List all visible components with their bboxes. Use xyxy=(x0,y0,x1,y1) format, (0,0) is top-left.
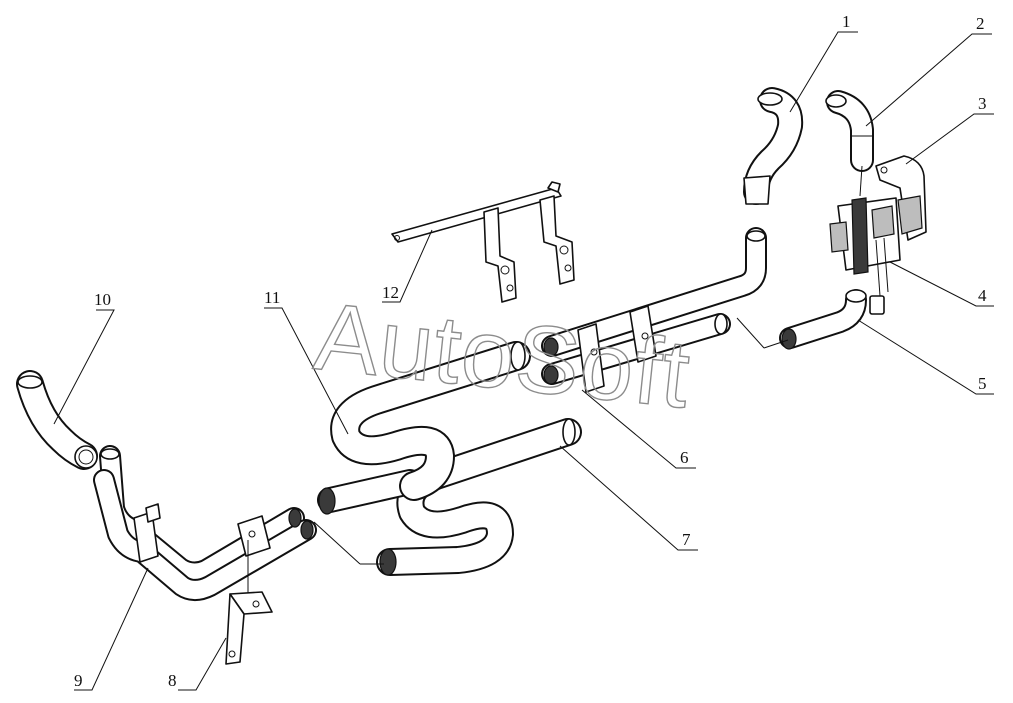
callout-5: 5 xyxy=(978,374,987,393)
leader-lines xyxy=(53,31,994,691)
callout-1: 1 xyxy=(842,12,851,31)
callout-10: 10 xyxy=(94,290,111,309)
callout-6: 6 xyxy=(680,448,689,467)
part-6-pipe-pair xyxy=(541,227,767,393)
part-11-serpentine-hose xyxy=(330,341,531,501)
callout-11: 11 xyxy=(264,288,280,307)
callout-labels: 1 2 3 4 5 6 7 8 9 10 11 12 xyxy=(74,12,987,690)
part-8-lower-bracket xyxy=(225,540,273,665)
callout-9: 9 xyxy=(74,671,83,690)
callout-8: 8 xyxy=(168,671,177,690)
callout-4: 4 xyxy=(978,286,987,305)
part-4-valve xyxy=(829,197,901,315)
part-12-mounting-rail xyxy=(391,181,575,303)
callout-3: 3 xyxy=(978,94,987,113)
part-9-lower-pipes xyxy=(93,445,317,601)
part-5-short-hose xyxy=(779,289,867,350)
part-1-upper-hose xyxy=(743,87,804,205)
assembly-lines xyxy=(313,165,863,565)
callout-7: 7 xyxy=(682,530,691,549)
part-2-elbow-hose xyxy=(825,90,874,172)
callout-2: 2 xyxy=(976,14,985,33)
part-10-hose xyxy=(16,370,98,470)
part-3-valve-bracket xyxy=(875,155,927,241)
callout-12: 12 xyxy=(382,283,399,302)
